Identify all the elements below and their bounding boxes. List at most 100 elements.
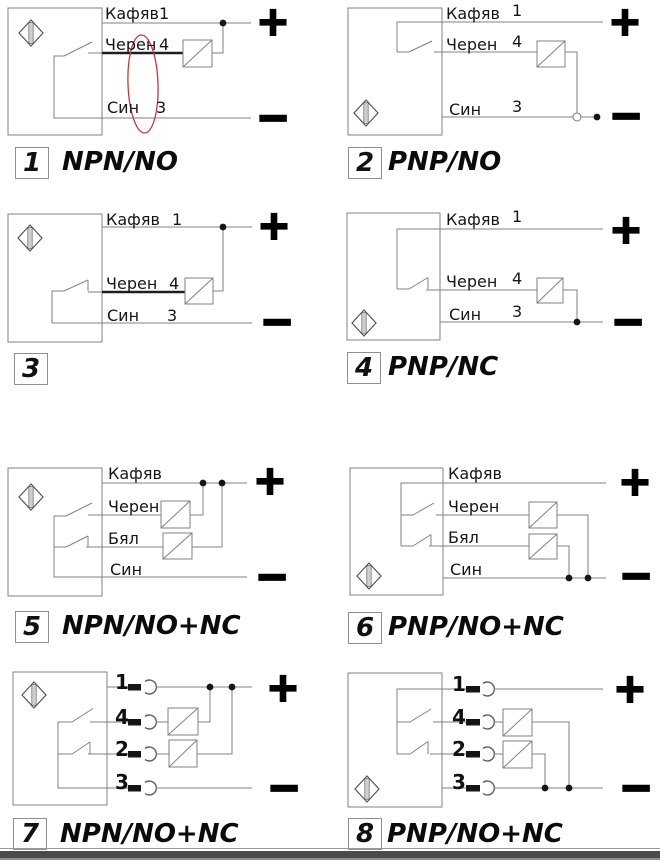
diagram-number: 6	[348, 612, 382, 644]
wire-label-black: Черен	[105, 35, 157, 54]
diagram-number: 7	[13, 818, 47, 850]
wire-label-black: Черен	[448, 497, 500, 516]
sensor-box	[349, 467, 444, 596]
sensor-box	[346, 212, 441, 341]
load-link	[557, 545, 570, 578]
pin-number: 2	[452, 737, 466, 761]
proximity-sensor-icon	[18, 19, 44, 47]
connector-pin-icon	[466, 681, 495, 697]
diagram-8-circuit	[347, 672, 603, 808]
pin-number: 4	[115, 705, 129, 729]
junction-dot	[565, 784, 573, 792]
wire-label-brown: Кафяв	[105, 4, 159, 23]
junction-dot	[584, 574, 592, 582]
diagram-5-circuit	[7, 467, 247, 597]
sensor-box	[7, 213, 103, 343]
pin-number: 1	[172, 210, 183, 229]
pin-number: 1	[159, 4, 170, 23]
switch-no-icon	[53, 41, 102, 119]
plus-terminal: +	[252, 458, 287, 504]
pin-number: 1	[452, 672, 466, 696]
load-link	[198, 687, 211, 723]
switch-nc-icon	[54, 535, 102, 548]
wire-label-black: Черен	[108, 497, 160, 516]
junction-dot	[199, 479, 207, 487]
load-link	[192, 483, 223, 548]
minus-terminal: −	[618, 553, 654, 599]
diagram-7-circuit	[12, 671, 252, 806]
diagram-type: NPN/NO+NC	[62, 611, 241, 641]
junction-dot	[573, 318, 581, 326]
diagram-3-circuit	[7, 213, 252, 343]
wire-label-blue: Син	[110, 560, 143, 579]
wire-label-blue: Син	[107, 306, 140, 325]
pin-number: 4	[169, 274, 180, 293]
connector-pin-icon	[128, 746, 157, 762]
plus-terminal: +	[265, 665, 300, 711]
wire-label-blue: Син	[449, 305, 482, 324]
load-link	[557, 514, 589, 578]
plus-terminal: +	[608, 207, 643, 253]
switch-nc-icon	[396, 228, 440, 291]
proximity-sensor-icon	[18, 483, 44, 511]
load-icon	[182, 39, 213, 68]
load-icon	[528, 501, 558, 529]
load-link	[197, 687, 233, 755]
switch-no-icon	[396, 21, 442, 53]
junction-dot	[228, 683, 236, 691]
diagram-number: 4	[347, 352, 381, 384]
wire-label-brown: Кафяв	[108, 464, 162, 483]
pin-number: 1	[512, 207, 523, 226]
load-icon	[162, 532, 193, 560]
connector-pin-icon	[128, 780, 157, 796]
diagram-type: PNP/NO	[388, 147, 502, 177]
switch-nc-icon	[58, 741, 107, 755]
load-icon	[528, 533, 558, 560]
junction-dot	[218, 479, 226, 487]
diagram-type: NPN/NO	[62, 147, 178, 177]
pin-number: 1	[512, 1, 523, 20]
sensor-box	[347, 672, 443, 808]
divider-highlight	[0, 848, 660, 849]
diagram-6-circuit	[349, 467, 606, 596]
diagram-1-circuit	[7, 7, 251, 136]
junction-dot	[593, 113, 601, 121]
minus-terminal: −	[618, 765, 654, 811]
proximity-sensor-icon	[17, 224, 43, 252]
pin-number: 4	[512, 269, 523, 288]
connector-pin-icon	[466, 780, 495, 796]
proximity-sensor-icon	[21, 681, 47, 709]
proximity-sensor-icon	[354, 775, 380, 803]
wire-label-white: Бял	[448, 528, 479, 547]
wire-label-blue: Син	[449, 100, 482, 119]
pin-number: 4	[452, 705, 466, 729]
switch-no-icon	[53, 502, 102, 578]
pin-number: 1	[115, 670, 129, 694]
connector-pin-icon	[128, 679, 157, 695]
proximity-sensor-icon	[353, 99, 379, 127]
junction-dot	[219, 19, 227, 27]
connector-pin-icon	[466, 714, 495, 730]
diagram-number: 1	[15, 147, 49, 179]
diagram-type: PNP/NO+NC	[387, 819, 563, 849]
switch-nc-icon	[401, 534, 443, 547]
minus-terminal: −	[259, 299, 295, 345]
proximity-sensor-icon	[356, 562, 382, 590]
pin-number: 3	[512, 97, 523, 116]
annotation-ellipse	[127, 34, 159, 134]
diagram-number: 3	[14, 353, 48, 385]
wire-label-black: Черен	[106, 274, 158, 293]
load-icon	[502, 740, 533, 769]
load-link	[532, 753, 546, 788]
load-link	[532, 721, 570, 788]
pin-number: 4	[159, 35, 170, 54]
load-icon	[168, 739, 198, 768]
diagram-type: NPN/NO+NC	[60, 819, 239, 849]
plus-terminal: +	[607, 0, 642, 45]
wire-label-black: Черен	[446, 272, 498, 291]
sensor-box	[7, 467, 103, 597]
minus-terminal: −	[610, 299, 646, 345]
switch-no-icon	[396, 688, 442, 754]
